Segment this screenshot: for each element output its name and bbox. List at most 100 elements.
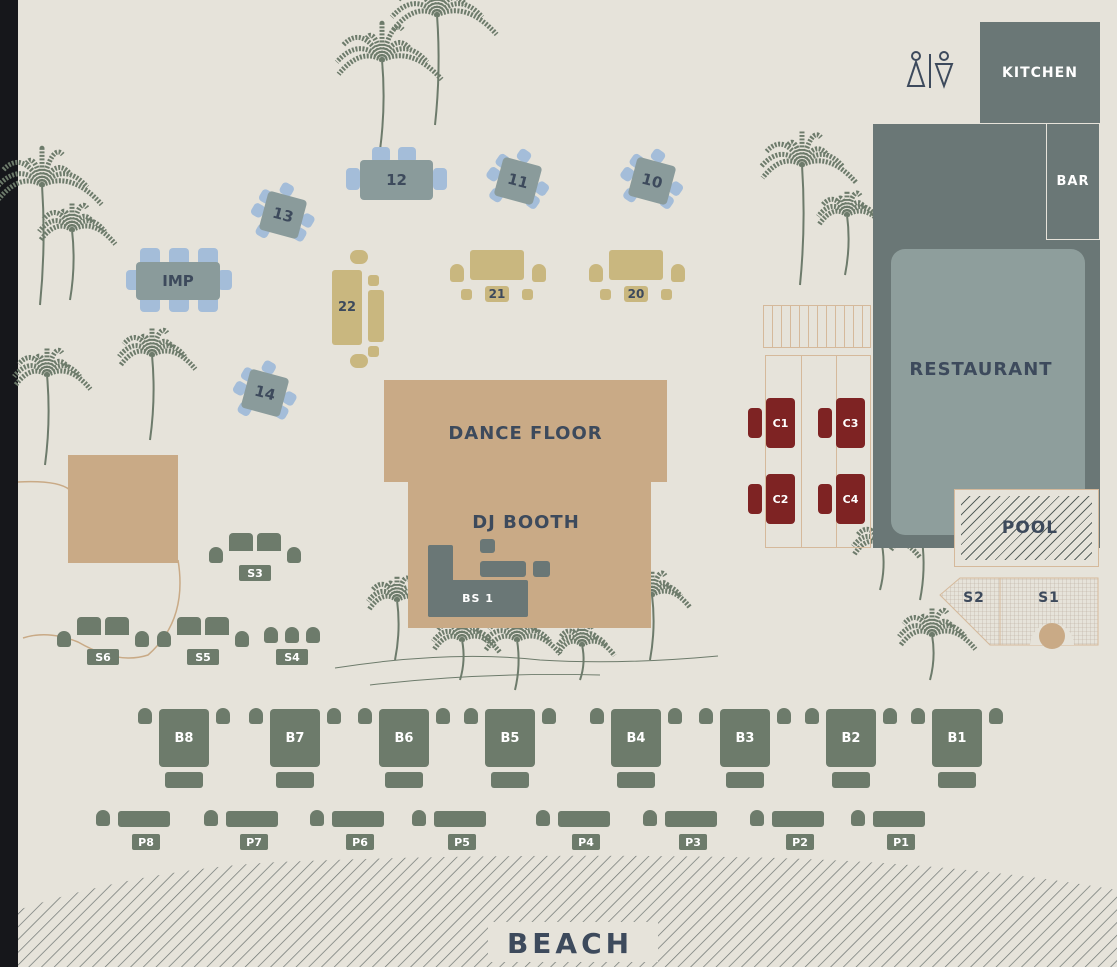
bed-B8[interactable]: B8 xyxy=(159,709,209,767)
bed-B6[interactable]: B6 xyxy=(379,709,429,767)
lounger-icon xyxy=(772,811,824,827)
cabana-C3[interactable]: C3 xyxy=(836,398,865,448)
kitchen-area[interactable]: KITCHEN xyxy=(980,22,1100,124)
bed-B2[interactable]: B2 xyxy=(826,709,876,767)
restaurant-area[interactable] xyxy=(891,249,1085,535)
seat-icon xyxy=(216,708,230,724)
seat-icon xyxy=(135,631,149,647)
restaurant-label: RESTAURANT xyxy=(909,358,1053,380)
chair-icon xyxy=(198,248,218,266)
lounger-P4[interactable]: P4 xyxy=(572,834,600,850)
bed-B7[interactable]: B7 xyxy=(270,709,320,767)
lounge-20[interactable]: 20 xyxy=(624,286,648,302)
armchair-icon xyxy=(589,264,603,282)
dj-equipment xyxy=(480,539,495,553)
lounger-P8[interactable]: P8 xyxy=(132,834,160,850)
lounger-icon xyxy=(226,811,278,827)
bed-footrest xyxy=(165,772,203,788)
seat-icon xyxy=(590,708,604,724)
armchair-icon xyxy=(450,264,464,282)
chair-icon xyxy=(140,296,160,312)
cabana-C1[interactable]: C1 xyxy=(766,398,795,448)
seat-icon xyxy=(536,810,550,826)
seat-icon xyxy=(643,810,657,826)
s2-label[interactable]: S2 xyxy=(963,590,985,606)
seat-icon xyxy=(542,708,556,724)
cabana-chair xyxy=(818,484,832,514)
bed-B5[interactable]: B5 xyxy=(485,709,535,767)
lounger-P2[interactable]: P2 xyxy=(786,834,814,850)
palm-tree-icon xyxy=(12,345,93,466)
lounge-21[interactable]: 21 xyxy=(485,286,509,302)
seat-icon xyxy=(412,810,426,826)
seat-icon xyxy=(750,810,764,826)
booth-seat-bs1[interactable]: BS 1 xyxy=(428,580,528,617)
left-edge-bar xyxy=(0,0,18,967)
sofa-S5[interactable]: S5 xyxy=(187,649,219,665)
seat-icon xyxy=(157,631,171,647)
lounger-P3[interactable]: P3 xyxy=(679,834,707,850)
cabana-C4[interactable]: C4 xyxy=(836,474,865,524)
cabana-chair xyxy=(748,484,762,514)
armchair-icon xyxy=(350,250,368,264)
chair-icon xyxy=(433,168,447,190)
seat-icon xyxy=(138,708,152,724)
seat-icon xyxy=(287,547,301,563)
lounger-icon xyxy=(558,811,610,827)
dance-floor-label: DANCE FLOOR xyxy=(448,422,603,444)
armchair-icon xyxy=(671,264,685,282)
seat-icon xyxy=(883,708,897,724)
s1-label[interactable]: S1 xyxy=(1038,590,1060,606)
palm-tree-icon xyxy=(117,325,198,441)
sofa-S3[interactable]: S3 xyxy=(239,565,271,581)
bed-B3[interactable]: B3 xyxy=(720,709,770,767)
table-12[interactable]: 12 xyxy=(360,160,433,200)
chair-icon xyxy=(398,147,416,163)
stool-icon xyxy=(368,346,379,357)
table-imp[interactable]: IMP xyxy=(136,262,220,300)
palm-tree-icon xyxy=(555,621,617,681)
bed-footrest xyxy=(491,772,529,788)
armchair-icon xyxy=(350,354,368,368)
seat-icon xyxy=(306,627,320,643)
lounger-icon xyxy=(118,811,170,827)
stool-icon xyxy=(461,289,472,300)
palm-tree-icon xyxy=(37,200,118,301)
bed-footrest xyxy=(385,772,423,788)
sofa-icon xyxy=(257,533,281,551)
lounger-P5[interactable]: P5 xyxy=(448,834,476,850)
pool-area[interactable] xyxy=(954,489,1099,567)
cabana-chair xyxy=(818,408,832,438)
restroom-icon xyxy=(906,51,954,89)
sofa-S4[interactable]: S4 xyxy=(276,649,308,665)
beach-area[interactable] xyxy=(18,850,1117,967)
lounger-icon xyxy=(665,811,717,827)
seat-icon xyxy=(668,708,682,724)
cabana-chair xyxy=(748,408,762,438)
tan-lounge-area[interactable] xyxy=(68,455,178,563)
bed-B1[interactable]: B1 xyxy=(932,709,982,767)
stool-icon xyxy=(661,289,672,300)
seat-icon xyxy=(436,708,450,724)
bed-footrest xyxy=(617,772,655,788)
bed-footrest xyxy=(726,772,764,788)
lounger-icon xyxy=(332,811,384,827)
chair-icon xyxy=(218,270,232,290)
bed-footrest xyxy=(832,772,870,788)
seat-icon xyxy=(358,708,372,724)
seat-icon xyxy=(96,810,110,826)
cabana-slats xyxy=(763,305,871,348)
seat-icon xyxy=(989,708,1003,724)
dance-floor[interactable] xyxy=(384,380,667,482)
sofa-icon xyxy=(105,617,129,635)
lounger-P7[interactable]: P7 xyxy=(240,834,268,850)
sofa-S6[interactable]: S6 xyxy=(87,649,119,665)
bed-B4[interactable]: B4 xyxy=(611,709,661,767)
lounger-P6[interactable]: P6 xyxy=(346,834,374,850)
lounge-22[interactable]: 22 xyxy=(332,270,362,345)
stool-icon xyxy=(522,289,533,300)
cabana-C2[interactable]: C2 xyxy=(766,474,795,524)
lounger-P1[interactable]: P1 xyxy=(887,834,915,850)
bar-area[interactable]: BAR xyxy=(1046,123,1100,240)
chair-icon xyxy=(198,296,218,312)
